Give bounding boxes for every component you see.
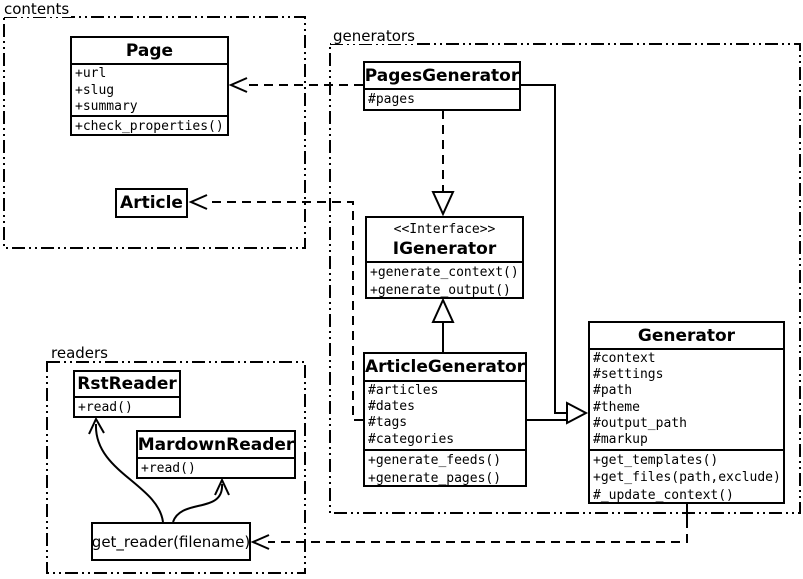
class-methods: +get_templates() +get_files(path,exclude… xyxy=(590,449,783,506)
function-box-getreader: get_reader(filename) xyxy=(91,522,251,561)
dependency-line-generator-getreader xyxy=(268,519,688,543)
class-box-article: Article xyxy=(115,188,188,218)
package-frame-readers xyxy=(46,361,306,574)
curved-arrow-getreader-mardownreader xyxy=(172,483,224,523)
class-attributes: +url +slug +summary xyxy=(72,63,227,115)
class-name: RstReader xyxy=(77,374,177,394)
package-frame-contents xyxy=(3,16,306,249)
curved-arrow-getreader-rstreader xyxy=(94,423,164,523)
class-box-generator: Generator #context #settings #path #them… xyxy=(588,321,785,504)
class-name: MardownReader xyxy=(138,434,294,455)
class-box-mardownreader: MardownReader +read() xyxy=(136,430,296,479)
class-methods: +generate_feeds() +generate_pages() xyxy=(365,449,525,489)
package-label-contents: contents xyxy=(2,0,72,18)
class-box-rstreader: RstReader +read() xyxy=(73,370,181,418)
interface-stereotype: <<Interface>> xyxy=(393,222,496,237)
open-arrowhead-icon xyxy=(188,194,208,210)
class-methods: +generate_context() +generate_output() xyxy=(367,261,522,300)
class-name: Page xyxy=(125,40,174,61)
class-attributes: #articles #dates #tags #categories xyxy=(365,380,525,449)
class-box-pagesgenerator: PagesGenerator #pages xyxy=(363,61,521,111)
class-box-igenerator: <<Interface>> IGenerator +generate_conte… xyxy=(365,216,524,299)
open-arrowhead-icon xyxy=(250,534,270,550)
class-methods: +read() xyxy=(75,396,179,418)
open-arrowhead-icon xyxy=(88,416,105,435)
function-label: get_reader(filename) xyxy=(91,532,251,551)
generalization-line-pagesgenerator-generator xyxy=(521,84,566,414)
class-methods: +read() xyxy=(138,457,294,479)
class-name: ArticleGenerator xyxy=(365,357,525,377)
open-arrowhead-icon xyxy=(214,477,230,496)
package-label-readers: readers xyxy=(49,344,110,362)
open-arrowhead-icon xyxy=(228,77,248,93)
class-name: PagesGenerator xyxy=(365,65,519,86)
hollow-triangle-icon xyxy=(566,401,589,425)
class-attributes: #pages xyxy=(365,88,519,111)
hollow-triangle-icon xyxy=(431,191,455,217)
package-frame-generators xyxy=(329,43,801,514)
class-name: IGenerator xyxy=(392,239,497,259)
class-box-articlegenerator: ArticleGenerator #articles #dates #tags … xyxy=(363,352,527,487)
hollow-triangle-icon xyxy=(431,297,455,323)
class-attributes: #context #settings #path #theme #output_… xyxy=(590,348,783,449)
class-box-page: Page +url +slug +summary +check_properti… xyxy=(70,36,229,136)
dependency-line-articlegenerator-article xyxy=(206,201,363,421)
package-label-generators: generators xyxy=(331,27,417,45)
class-methods: +check_properties() xyxy=(72,115,227,137)
class-name: Article xyxy=(120,193,183,213)
class-name: Generator xyxy=(637,325,736,346)
class-header: <<Interface>> IGenerator xyxy=(367,218,522,261)
